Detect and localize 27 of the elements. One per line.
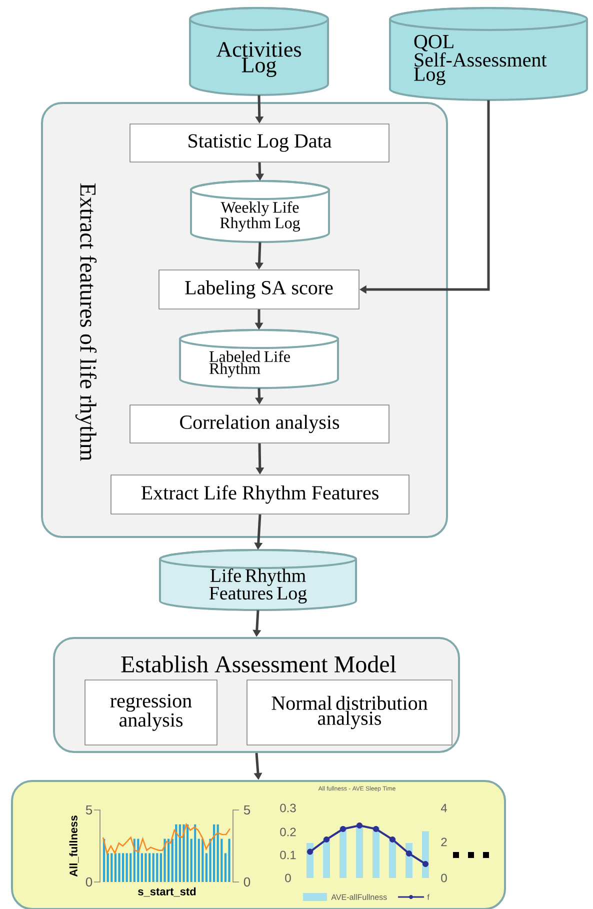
- tick-label: 0.3: [280, 804, 296, 812]
- process-box: Statistic Log Data: [130, 124, 390, 162]
- process-box: Extract Life Rhythm Features: [110, 474, 410, 514]
- database-cylinder: Labeled Life Rhythm: [179, 329, 339, 389]
- legend-label: AVE-allFullness: [331, 894, 387, 900]
- process-box: Labeling SA score: [158, 270, 360, 310]
- tick-label: 0.2: [280, 828, 296, 836]
- axis-title: s_start_std: [138, 887, 196, 897]
- axis-title: All_fullness: [69, 816, 79, 877]
- process-box: Correlation analysis: [130, 404, 390, 444]
- tick-label: 0: [441, 874, 447, 882]
- process-box: Normal distribution analysis: [246, 680, 452, 746]
- tick-label: 0: [244, 877, 250, 887]
- process-box: regression analysis: [84, 680, 218, 746]
- tick-label: 2: [441, 838, 447, 846]
- tick-label: 0: [285, 874, 291, 882]
- tick-label: 5: [244, 805, 250, 815]
- tick-label: 0.1: [280, 850, 296, 860]
- database-cylinder: Life Rhythm Features Log: [159, 549, 357, 611]
- tick-label: 0: [86, 877, 92, 887]
- tick-label: 4: [440, 804, 447, 812]
- database-cylinder: Activities Log: [189, 7, 329, 96]
- chart-panel: [11, 780, 506, 909]
- tick-label: 5: [86, 805, 92, 815]
- legend-label: f: [427, 894, 430, 900]
- database-cylinder: QOL Self-Assessment Log: [389, 7, 588, 101]
- database-cylinder: Weekly Life Rhythm Log: [190, 180, 330, 243]
